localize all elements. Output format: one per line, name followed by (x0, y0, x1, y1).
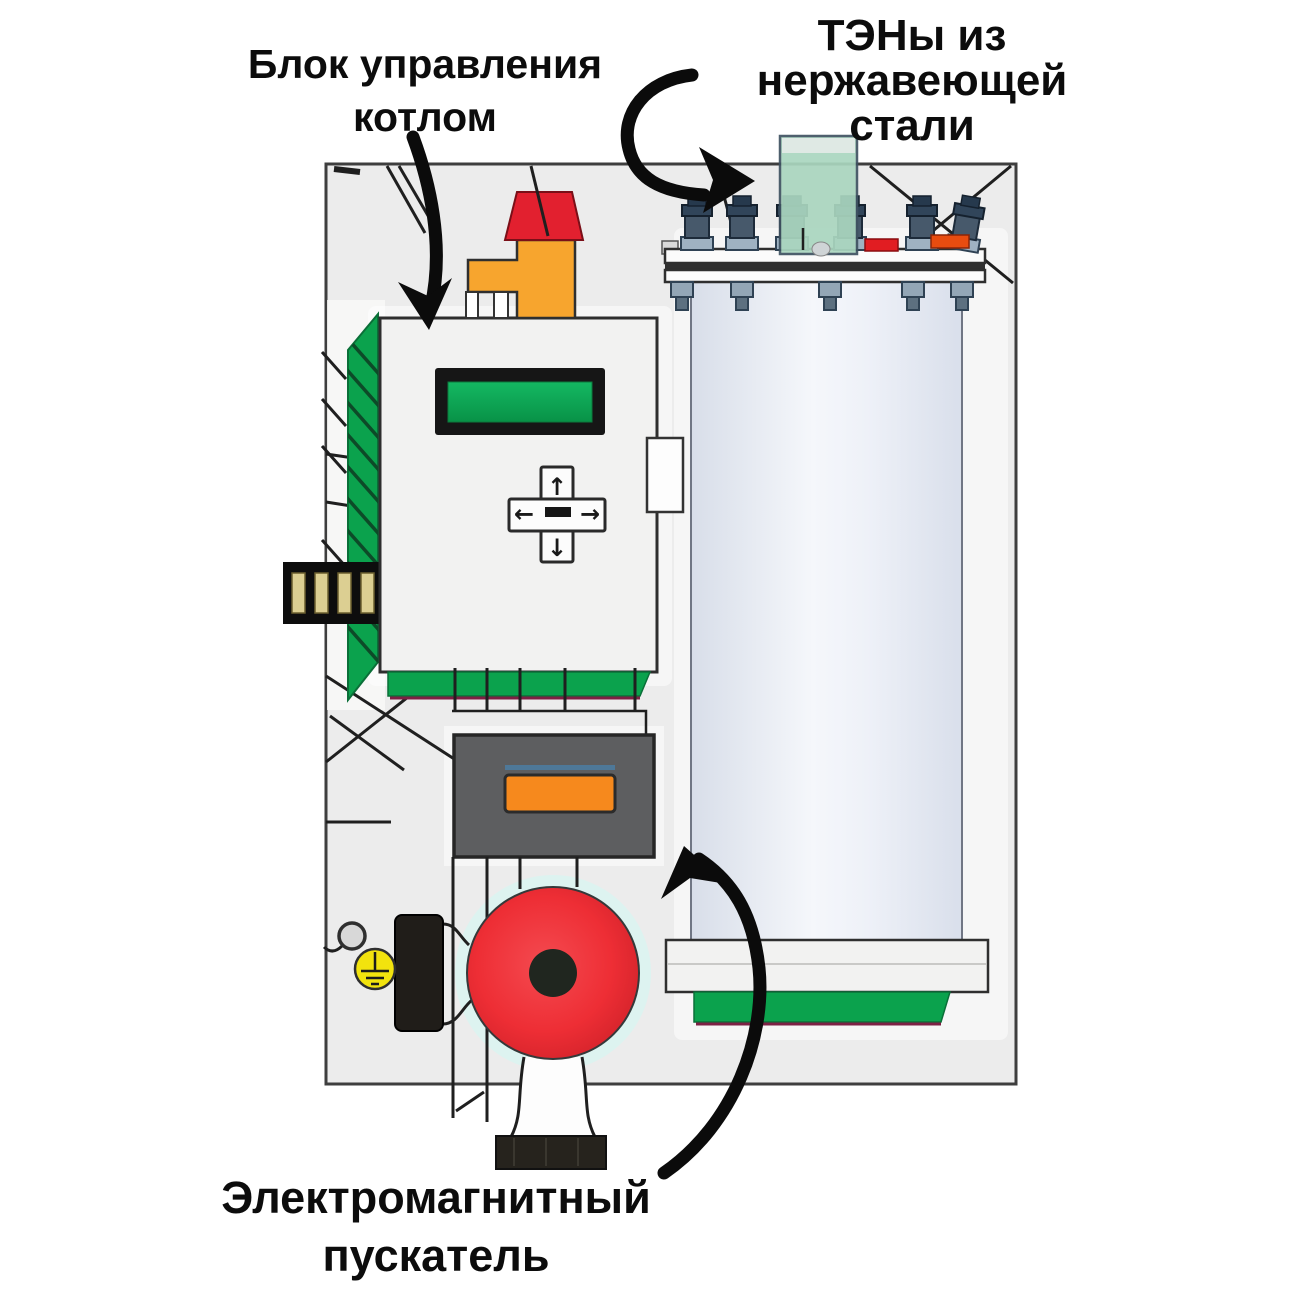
side-switch[interactable] (645, 436, 685, 514)
tank-bottom-board (693, 991, 952, 1023)
arrowhead-icon (661, 846, 727, 899)
label-heating-elements: ТЭНы из нержавеющей стали (728, 13, 1096, 148)
ground-terminal (353, 947, 397, 991)
wire (442, 922, 471, 947)
label-line: ТЭНы из (817, 11, 1007, 60)
terminal-wires (452, 668, 648, 734)
pump-neck-edge (580, 1056, 597, 1138)
valve-leg (465, 291, 479, 319)
label-control-unit: Блок управления котлом (170, 38, 680, 144)
tank-body (690, 277, 963, 941)
connector-pin (360, 572, 375, 614)
edge-connector (283, 562, 379, 624)
valve-leg (493, 291, 509, 319)
wire (529, 165, 550, 237)
overflow-pipe (778, 134, 859, 257)
label-line: котлом (353, 94, 497, 140)
pump-base (495, 1135, 607, 1170)
label-line: Блок управления (247, 41, 603, 87)
contactor (452, 733, 656, 859)
contactor-slot (505, 765, 615, 770)
wire (320, 398, 348, 427)
arrowhead-icon (398, 278, 452, 330)
control-unit: ↑ ↓ ← → (378, 316, 685, 674)
label-line: Электромагнитный (221, 1172, 651, 1223)
capacitor (394, 914, 444, 1032)
wire (320, 351, 348, 380)
safety-valve (465, 165, 585, 320)
label-line: пускатель (322, 1230, 550, 1281)
tank-bottom-bracket (664, 938, 990, 994)
heating-tank (661, 134, 990, 1026)
connector-pin (291, 572, 306, 614)
arrow-down-icon[interactable]: ↓ (547, 534, 567, 562)
cable-gland (337, 921, 367, 951)
pipe-nub (811, 241, 831, 257)
wire (385, 165, 427, 234)
arrow-control-unit (406, 130, 443, 313)
pump-assembly (322, 886, 640, 1170)
arrow-right-icon[interactable]: → (580, 500, 600, 528)
wire (455, 1090, 485, 1113)
annotation-arrows (398, 68, 767, 1180)
label-line: нержавеющей (756, 56, 1068, 105)
label-magnetic-starter: Электромагнитный пускатель (156, 1169, 716, 1285)
flange-plate-lower (663, 268, 987, 284)
wire (333, 166, 361, 175)
wire (329, 714, 405, 772)
arrow-contactor (657, 852, 767, 1180)
wire (320, 445, 348, 474)
terminal-jumper (930, 234, 970, 249)
pipe-top (782, 138, 855, 153)
pump-base-ribs (513, 1138, 579, 1166)
pipe-glass (778, 134, 859, 256)
display-screen (447, 381, 593, 423)
keypad-center-dash[interactable] (545, 507, 571, 517)
pump-hub (529, 949, 577, 997)
label-line: стали (849, 101, 975, 150)
pump-neck (511, 1057, 595, 1137)
heating-element-terminal (725, 195, 759, 251)
contactor-button[interactable] (503, 773, 617, 814)
ground-symbol (361, 952, 389, 986)
flange-gasket (665, 263, 985, 270)
terminal-jumper (864, 238, 899, 252)
connector-pin (314, 572, 329, 614)
connector-pin (337, 572, 352, 614)
arrow-left-icon[interactable]: ← (514, 500, 534, 528)
arrow-heating-elements (620, 68, 711, 202)
arrowhead-icon (699, 147, 755, 213)
wire (322, 944, 344, 953)
wire (442, 998, 473, 1026)
terminal-bar (387, 668, 652, 734)
arrow-up-icon[interactable]: ↑ (547, 473, 567, 501)
pump-neck-edge (509, 1056, 526, 1138)
